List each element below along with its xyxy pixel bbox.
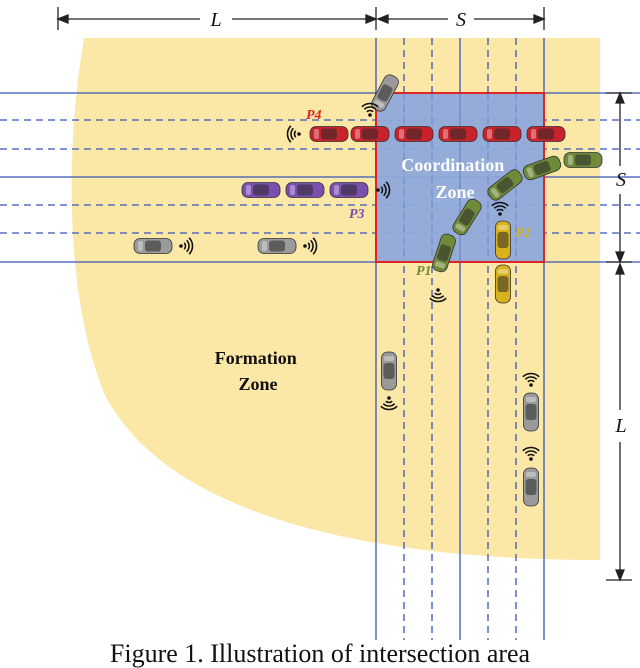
- car-green-5: [432, 233, 456, 273]
- wifi-signal-icon-vertical-1: [380, 396, 398, 411]
- wifi-signal-icon-vertical-2: [522, 372, 540, 387]
- dimension-label-left-l: L: [209, 9, 221, 31]
- dimension-label-right-s: S: [616, 169, 626, 191]
- platoon-label-p3: P3: [349, 207, 365, 222]
- car-red-5: [482, 126, 522, 142]
- car-red-1: [309, 126, 349, 142]
- wireless-signals-layer: [179, 102, 540, 461]
- formation-zone-label-line1: Formation: [215, 348, 297, 368]
- car-purple-3: [329, 182, 369, 198]
- coordination-zone-label-line1: Coordination: [401, 155, 504, 175]
- car-green-1: [563, 152, 603, 168]
- wifi-signal-icon-p4: [286, 125, 301, 143]
- dimension-label-right-l: L: [614, 415, 626, 437]
- wifi-signal-icon-p1: [429, 288, 447, 303]
- figure-caption: Figure 1. Illustration of intersection a…: [109, 640, 531, 668]
- dimension-label-top-s: S: [456, 9, 466, 31]
- car-purple-1: [241, 182, 281, 198]
- car-green-3: [487, 169, 523, 201]
- car-purple-2: [285, 182, 325, 198]
- wifi-signal-icon-p2: [491, 201, 509, 216]
- platoon-label-p1: P1: [416, 264, 432, 279]
- vehicles-layer: [133, 74, 603, 507]
- car-yellow-1: [495, 220, 511, 260]
- dimension-lines: [56, 7, 632, 582]
- car-gray-vertical-1: [381, 351, 397, 391]
- wifi-signal-icon-vertical-3: [522, 446, 540, 461]
- car-gray-vertical-2: [523, 392, 539, 432]
- car-green-2: [522, 155, 562, 181]
- wifi-signal-icon-top: [361, 102, 379, 117]
- car-green-4: [452, 198, 482, 236]
- car-red-3: [394, 126, 434, 142]
- formation-zone-label-line2: Zone: [238, 374, 277, 394]
- car-gray-vertical-3: [523, 467, 539, 507]
- coordination-zone-label: Coordination Zone: [401, 155, 509, 202]
- car-red-4: [438, 126, 478, 142]
- wifi-signal-icon-p3: [376, 181, 391, 199]
- coordination-zone-label-line2: Zone: [435, 182, 474, 202]
- wifi-signal-icon-gray-left-2: [303, 237, 318, 255]
- car-gray-top-turning: [371, 74, 399, 112]
- platoon-label-p4: P4: [306, 108, 322, 123]
- car-gray-left-1: [133, 238, 173, 254]
- car-gray-left-2: [257, 238, 297, 254]
- formation-zone-label: Formation Zone: [215, 348, 301, 394]
- car-yellow-2: [495, 264, 511, 304]
- car-red-6: [526, 126, 566, 142]
- wifi-signal-icon-gray-left-1: [179, 237, 194, 255]
- platoon-label-p2: P2: [515, 226, 531, 241]
- car-red-2: [350, 126, 390, 142]
